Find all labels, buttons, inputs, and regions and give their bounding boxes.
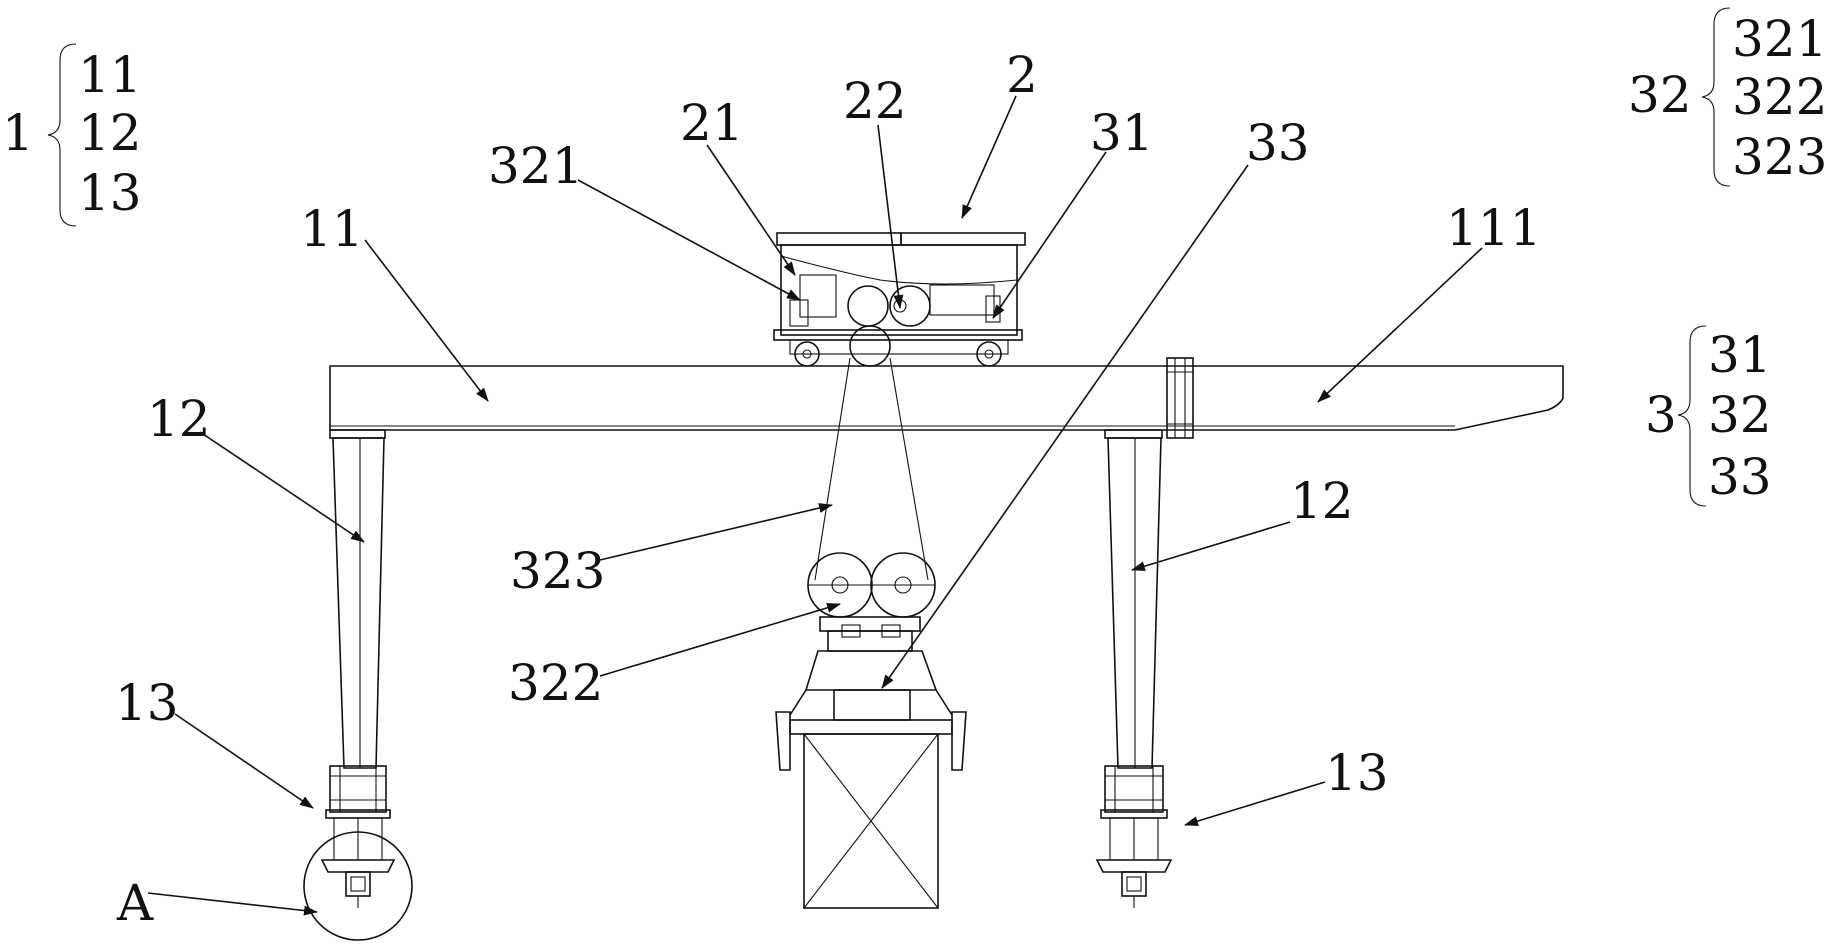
legend-item-13: 13: [78, 164, 142, 222]
callout-a: A: [116, 874, 318, 932]
container-load: [775, 711, 967, 909]
legend-key-32: 32: [1628, 66, 1692, 124]
right-travel-unit: [1095, 765, 1173, 908]
legend-group-1: 1 11 12 13: [2, 43, 142, 227]
label-12-right: 12: [1290, 472, 1354, 530]
label-13-right: 13: [1325, 744, 1389, 802]
trolley-wheel-right: [976, 341, 1002, 367]
callout-31: 31: [992, 104, 1154, 319]
legend-item-31: 31: [1708, 326, 1772, 384]
callout-322: 322: [508, 602, 841, 712]
hoist-ropes: [814, 357, 929, 581]
legend-item-12: 12: [78, 104, 142, 162]
label-22: 22: [843, 72, 907, 130]
label-31: 31: [1090, 104, 1154, 162]
label-a: A: [116, 874, 154, 932]
label-12-left: 12: [147, 390, 211, 448]
label-13-left: 13: [115, 674, 179, 732]
callout-2: 2: [961, 46, 1038, 219]
legend-item-33: 33: [1708, 448, 1772, 506]
callout-323: 323: [510, 503, 833, 600]
label-11: 11: [300, 200, 364, 258]
label-322: 322: [508, 654, 603, 712]
legend-group-32: 32 321 322 323: [1628, 7, 1827, 187]
legend-item-323: 323: [1732, 128, 1827, 186]
callout-321: 321: [488, 137, 801, 301]
legend-item-321: 321: [1732, 10, 1827, 68]
legend-brace-3: [1677, 325, 1707, 507]
trolley-wheel-left: [794, 341, 820, 367]
callout-21: 21: [680, 94, 796, 276]
callout-13-right: 13: [1184, 744, 1389, 826]
legend-brace-32: [1701, 7, 1731, 187]
legend-item-322: 322: [1732, 68, 1827, 126]
girder-end-plate: [1166, 357, 1194, 439]
label-33: 33: [1246, 114, 1310, 172]
label-111: 111: [1446, 199, 1541, 257]
callout-11: 11: [300, 200, 489, 402]
legend-key-3: 3: [1645, 386, 1677, 444]
legend-group-3: 3 31 32 33: [1645, 325, 1772, 507]
callout-22: 22: [843, 72, 907, 309]
label-21: 21: [680, 94, 744, 152]
callout-33: 33: [881, 114, 1310, 689]
detail-circle-a: [303, 831, 413, 941]
left-travel-unit: [303, 765, 413, 941]
label-2: 2: [1006, 46, 1038, 104]
legend-key-1: 1: [2, 104, 34, 162]
legend-item-32: 32: [1708, 386, 1772, 444]
main-girder: [329, 357, 1564, 439]
spreader-block: [789, 552, 953, 721]
label-321: 321: [488, 137, 583, 195]
left-leg: [329, 429, 386, 769]
callout-12-right: 12: [1131, 472, 1354, 572]
callout-111: 111: [1317, 199, 1541, 403]
rope-sheave: [849, 325, 891, 367]
right-leg: [1104, 429, 1163, 769]
legend-item-11: 11: [78, 46, 142, 104]
callout-12-left: 12: [147, 390, 365, 543]
callout-13-left: 13: [115, 674, 314, 809]
label-323: 323: [510, 542, 605, 600]
legend-brace-1: [47, 43, 77, 227]
